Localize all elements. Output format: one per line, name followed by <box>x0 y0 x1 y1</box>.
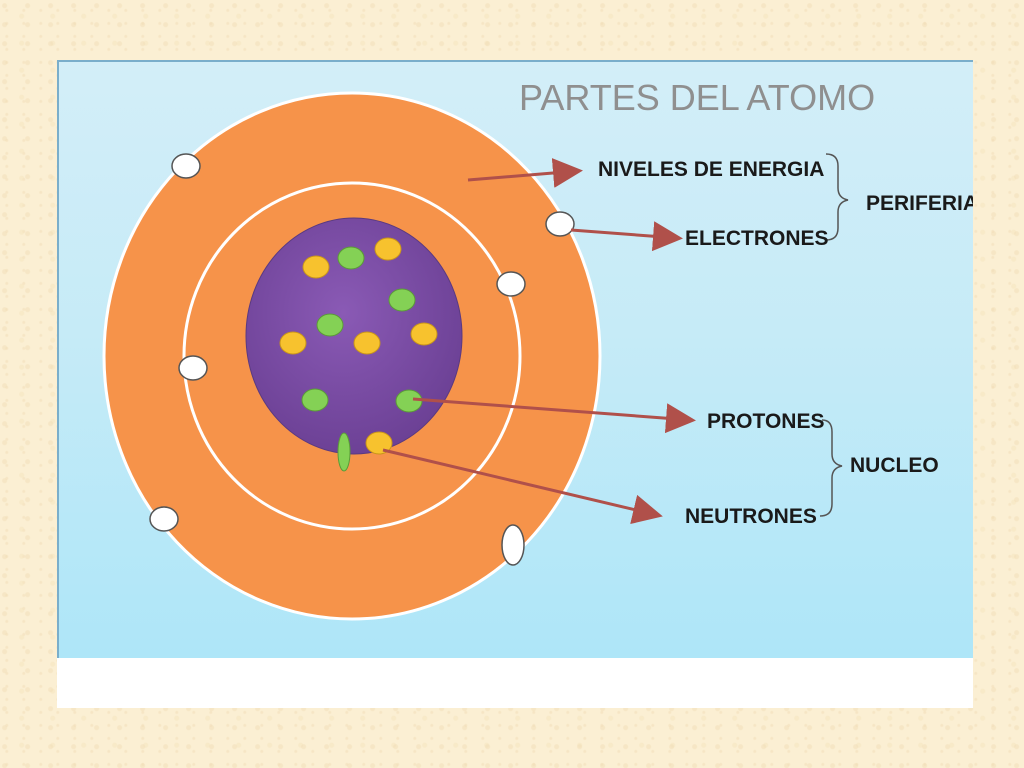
proton <box>337 246 365 270</box>
arrow-protons <box>412 397 696 434</box>
electron <box>501 524 525 566</box>
electron <box>178 355 208 381</box>
neutron <box>302 255 330 279</box>
label-energy-levels: NIVELES DE ENERGIA <box>598 158 824 181</box>
label-neutrons: NEUTRONES <box>685 505 817 528</box>
arrow-neutrons <box>382 448 663 525</box>
label-protons: PROTONES <box>707 410 824 433</box>
neutron <box>353 331 381 355</box>
neutron <box>279 331 307 355</box>
label-nucleus: NUCLEO <box>850 454 939 477</box>
neutron <box>374 237 402 261</box>
electron <box>149 506 179 532</box>
slide: PARTES DEL ATOMO <box>57 60 973 708</box>
arrow-energy-levels <box>467 158 583 188</box>
proton <box>301 388 329 412</box>
neutron <box>410 322 438 346</box>
neutron <box>365 431 393 455</box>
proton <box>337 432 351 472</box>
proton <box>388 288 416 312</box>
atom-diagram: PARTES DEL ATOMO <box>102 77 973 621</box>
page-title: PARTES DEL ATOMO <box>519 77 875 118</box>
electron <box>545 211 575 237</box>
label-periphery: PERIFERIA <box>866 192 973 215</box>
arrow-electrons <box>570 221 683 252</box>
proton <box>316 313 344 337</box>
periphery-bracket <box>825 153 849 241</box>
electron <box>496 271 526 297</box>
label-electrons: ELECTRONES <box>685 227 829 250</box>
nucleus-bracket <box>819 419 843 517</box>
proton <box>395 389 423 413</box>
atom <box>102 91 602 621</box>
electron <box>171 153 201 179</box>
pointer-arrows <box>382 158 696 525</box>
